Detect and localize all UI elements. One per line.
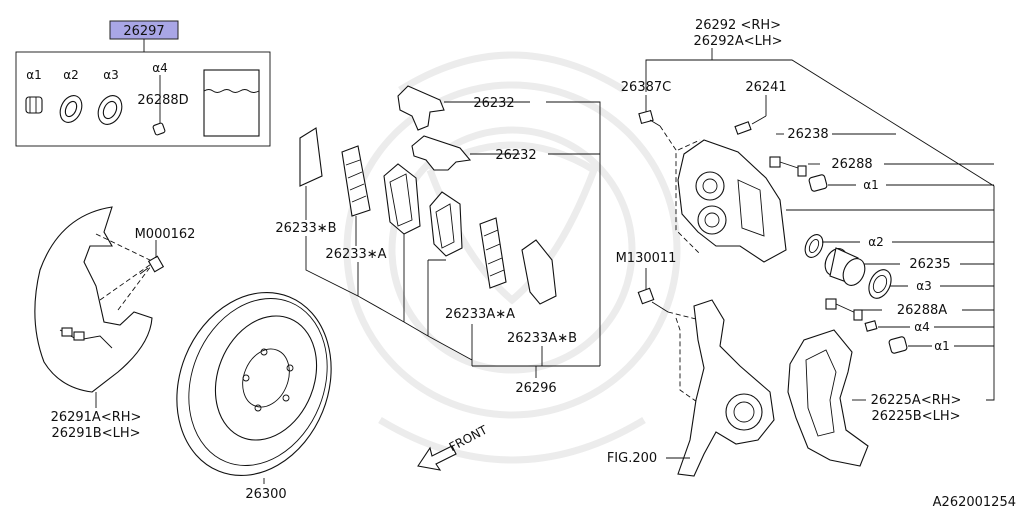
pad-shim-outer-2-icon	[521, 239, 557, 305]
watermark-emblem	[343, 51, 681, 464]
label-26387c[interactable]: 26387C	[621, 80, 671, 95]
label-26300[interactable]: 26300	[245, 487, 286, 502]
label-fig200[interactable]: FIG.200	[607, 451, 657, 466]
piston-boot-right-icon	[868, 269, 892, 299]
dust-shield-group: M000162 26291A<RH> 26291B<LH>	[34, 206, 196, 441]
pad-shim-outer-icon	[299, 127, 323, 187]
pin-boot-icon	[25, 96, 43, 114]
pin-boot-lower-icon	[888, 336, 908, 354]
label-26288a[interactable]: 26288A	[897, 303, 947, 318]
front-arrow-icon	[417, 445, 457, 471]
label-26233-b[interactable]: 26233∗B	[275, 221, 336, 236]
label-26233a-a[interactable]: 26233A∗A	[445, 307, 515, 322]
label-26233a-b[interactable]: 26233A∗B	[507, 331, 577, 346]
kit-label-alpha4[interactable]: α4	[152, 61, 168, 75]
label-26232-lower[interactable]: 26232	[495, 148, 536, 163]
pin-boot-upper-icon	[808, 174, 828, 192]
label-alpha4-right[interactable]: α4	[914, 320, 930, 334]
pad-clip-upper-icon	[397, 85, 445, 131]
small-pin-right-icon	[864, 320, 878, 332]
repair-kit-group: 26297 α1 α2 α3 α4 26288D	[15, 20, 271, 147]
dust-shield-icon	[34, 206, 153, 393]
mounting-bolt-icon	[637, 287, 669, 313]
caliper-bracket-icon	[787, 329, 869, 467]
kit-label-alpha2[interactable]: α2	[63, 68, 79, 82]
guide-pin-upper-icon	[769, 156, 807, 177]
knuckle-bracket-group: M130011 FIG.200 26225A<RH> 26225B<LH>	[607, 251, 962, 477]
label-front: FRONT	[447, 422, 490, 454]
diagram-id: A262001254	[933, 495, 1016, 510]
kit-part-number[interactable]: 26297	[123, 24, 164, 39]
pad-clips-group: 26232 26232	[397, 85, 601, 366]
label-alpha3-right[interactable]: α3	[916, 279, 932, 293]
label-26291a-rh[interactable]: 26291A<RH>	[51, 410, 142, 425]
label-26292a-lh[interactable]: 26292A<LH>	[693, 34, 782, 49]
label-alpha1-upper[interactable]: α1	[863, 178, 879, 192]
grease-packet-icon	[203, 69, 260, 137]
piston-seal-icon	[804, 234, 824, 258]
caliper-group: 26292 <RH> 26292A<LH> 26387C 26241 26238	[621, 18, 995, 401]
kit-label-26288d[interactable]: 26288D	[137, 93, 188, 108]
label-26241[interactable]: 26241	[745, 80, 786, 95]
label-m000162[interactable]: M000162	[135, 227, 196, 242]
label-26235[interactable]: 26235	[909, 257, 950, 272]
seal-ring-icon	[59, 95, 83, 123]
kit-box	[15, 51, 271, 147]
steering-knuckle-icon	[677, 299, 775, 477]
piston-boot-icon	[97, 95, 123, 125]
label-alpha2-right[interactable]: α2	[868, 235, 884, 249]
label-26225b-lh[interactable]: 26225B<LH>	[871, 409, 960, 424]
label-26292-rh[interactable]: 26292 <RH>	[695, 18, 781, 33]
label-26238[interactable]: 26238	[787, 127, 828, 142]
label-m130011[interactable]: M130011	[616, 251, 677, 266]
guide-pin-lower-icon	[825, 298, 863, 321]
brake-rotor-group: 26300	[176, 291, 332, 502]
label-26232-upper[interactable]: 26232	[473, 96, 514, 111]
brake-pad-outer-icon	[383, 163, 421, 235]
bolt-icon	[139, 255, 165, 275]
caliper-piston-icon	[824, 247, 866, 286]
pad-shim-inner-2-icon	[479, 217, 507, 289]
label-26233-a[interactable]: 26233∗A	[325, 247, 386, 262]
bleeder-screw-icon	[638, 109, 661, 127]
label-26288[interactable]: 26288	[831, 157, 872, 172]
label-26291b-lh[interactable]: 26291B<LH>	[51, 426, 140, 441]
label-26225a-rh[interactable]: 26225A<RH>	[871, 393, 962, 408]
kit-label-alpha1[interactable]: α1	[26, 68, 42, 82]
pad-clip-lower-icon	[411, 135, 472, 171]
small-pin-icon	[152, 75, 166, 136]
kit-label-alpha3[interactable]: α3	[103, 68, 119, 82]
label-alpha1-lower[interactable]: α1	[934, 339, 950, 353]
label-26296[interactable]: 26296	[515, 381, 556, 396]
bleeder-cap-icon	[734, 121, 752, 135]
brake-pads-group: 26233∗B 26233∗A 26233A∗A 26233A∗B 26296	[275, 127, 600, 396]
